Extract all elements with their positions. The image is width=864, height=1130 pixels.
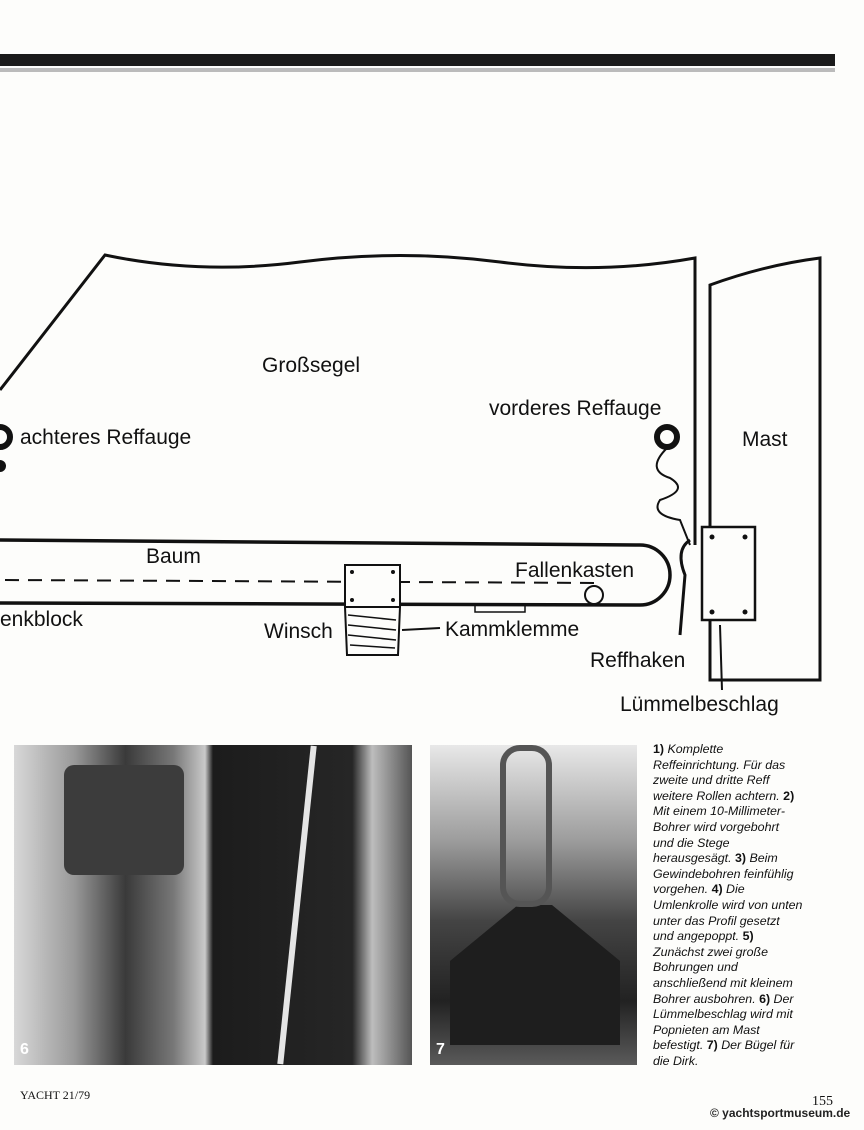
- label-block: enkblock: [0, 608, 83, 631]
- cleat: [474, 603, 526, 613]
- gooseneck-plate: [700, 525, 757, 622]
- caption-text: Beim Gewindebohren feinfühlig vorgehen.: [653, 851, 794, 897]
- reef-hook: [678, 538, 691, 636]
- winch-block: [344, 564, 401, 608]
- copyright-notice: © yachtsportmuseum.de: [710, 1106, 851, 1120]
- caption-text: Zunächst zwei große Bohrungen und anschl…: [653, 944, 793, 1006]
- header-rule-shadow: [0, 68, 835, 72]
- label-cleat: Kammklemme: [445, 618, 579, 641]
- caption-num: 2): [783, 788, 795, 803]
- label-front-reef-eye: vorderes Reffauge: [489, 397, 661, 420]
- caption-num: 7): [706, 1038, 718, 1053]
- page-number: 155: [812, 1094, 833, 1109]
- label-boom: Baum: [146, 545, 201, 568]
- header-rule: [0, 54, 835, 66]
- photo-7: 7: [430, 745, 637, 1065]
- photo-caption: 1) Komplette Reffeinrichtung. Für das zw…: [653, 742, 803, 1069]
- caption-text: Mit einem 10-Millimeter-Bohrer wird vorg…: [653, 804, 785, 866]
- reef-line-dashed: [4, 579, 601, 584]
- caption-text: Der Lümmelbeschlag wird mit Popnieten am…: [653, 991, 794, 1053]
- boom-outline: [0, 538, 672, 607]
- reefing-diagram: Großsegel achteres Reffauge vorderes Ref…: [0, 253, 822, 716]
- label-reef-hook: Reffhaken: [590, 649, 685, 672]
- label-mainsail: Großsegel: [262, 354, 360, 377]
- caption-text: Komplette Reffeinrichtung. Für das zweit…: [653, 742, 786, 803]
- rear-reef-eye: [0, 424, 13, 450]
- winch-rope: [347, 614, 397, 649]
- photo-number: 6: [20, 1041, 29, 1058]
- caption-text: Der Bügel für die Dirk.: [653, 1038, 795, 1068]
- magazine-issue: YACHT 21/79: [20, 1088, 91, 1102]
- photo-number: 7: [436, 1041, 445, 1058]
- label-winch: Winsch: [264, 620, 333, 643]
- caption-num: 4): [711, 882, 723, 897]
- label-halyard-box: Fallenkasten: [515, 559, 634, 582]
- caption-num: 6): [759, 991, 771, 1006]
- photo-6: 6: [14, 745, 412, 1065]
- mainsail-outline: [0, 253, 697, 545]
- caption-num: 3): [734, 851, 747, 866]
- front-reef-eye: [654, 424, 680, 450]
- label-gooseneck: Lümmelbeschlag: [620, 693, 779, 716]
- mast-outline: [708, 256, 822, 682]
- reef-line-loop: [655, 447, 691, 546]
- caption-num: 1): [653, 742, 665, 756]
- winch-drum: [343, 606, 402, 656]
- caption-num: 5): [742, 929, 754, 944]
- halyard-pulley: [584, 585, 604, 605]
- caption-text: Die Umlenkrolle wird von unten unter das…: [653, 882, 803, 944]
- label-mast: Mast: [742, 428, 788, 451]
- label-rear-reef-eye: achteres Reffauge: [20, 426, 191, 449]
- gooseneck-arrow: [719, 624, 723, 691]
